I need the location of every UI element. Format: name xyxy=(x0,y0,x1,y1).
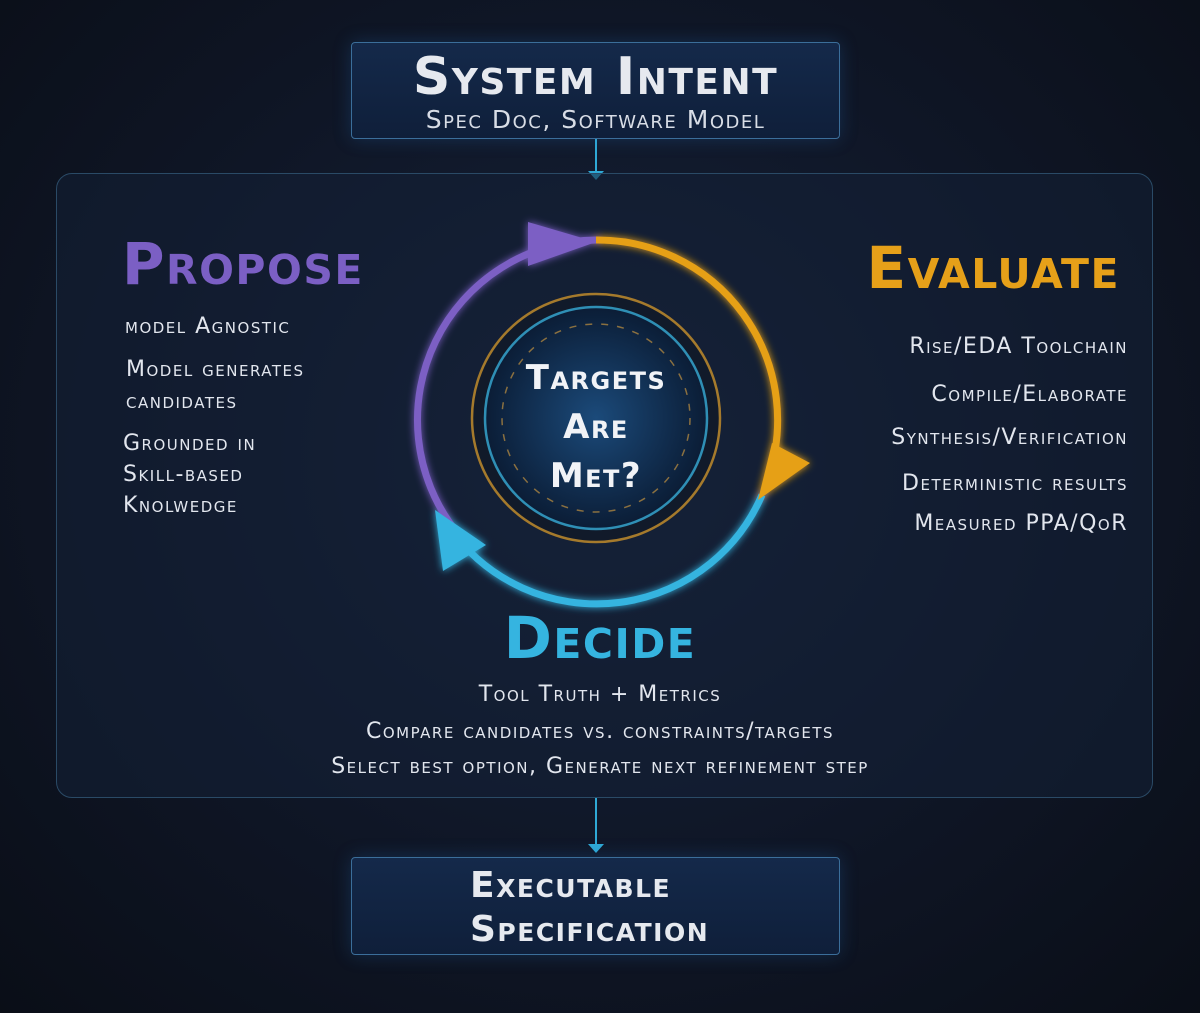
decide-heading: Decide xyxy=(503,604,697,672)
evaluate-item: Deterministic results xyxy=(902,471,1128,496)
evaluate-arrow-icon xyxy=(758,443,810,500)
evaluate-heading: Evaluate xyxy=(866,234,1120,302)
evaluate-arc xyxy=(595,236,782,480)
center-line: Met? xyxy=(549,456,643,496)
propose-item: Model generates xyxy=(126,357,305,382)
propose-item: candidates xyxy=(126,389,238,414)
propose-item: model Agnostic xyxy=(125,314,291,339)
system-intent-box: System Intent Spec Doc, Software Model xyxy=(351,42,840,139)
connector-top xyxy=(595,138,597,172)
decide-item: Compare candidates vs. constraints/targe… xyxy=(365,719,835,744)
propose-arrow-icon xyxy=(528,222,596,266)
executable-specification-title: Executable Specification xyxy=(470,864,709,952)
inner-target-circle xyxy=(483,305,709,531)
spec-line: Executable xyxy=(470,865,672,906)
system-intent-subtitle: Spec Doc, Software Model xyxy=(425,105,766,134)
arrow-down-icon xyxy=(588,844,604,853)
propose-item: Grounded in xyxy=(123,431,257,456)
center-line: Targets xyxy=(525,358,667,398)
propose-item: Knolwedge xyxy=(123,493,238,518)
decide-item: Select best option, Generate next refine… xyxy=(331,754,869,779)
connector-bottom xyxy=(595,797,597,845)
propose-heading: Propose xyxy=(122,230,364,298)
decide-arc xyxy=(452,493,766,608)
system-intent-title: System Intent xyxy=(412,47,779,107)
evaluate-item: Measured PPA/QoR xyxy=(914,511,1128,536)
evaluate-item: Rise/EDA Toolchain xyxy=(909,334,1128,359)
targets-met-question: Targets Are Met? xyxy=(446,354,746,501)
dashed-ring xyxy=(501,323,691,513)
decide-arrow-icon xyxy=(435,510,486,571)
center-line: Are xyxy=(563,407,629,447)
evaluate-item: Compile/Elaborate xyxy=(931,382,1128,407)
executable-specification-box: Executable Specification xyxy=(351,857,840,955)
evaluate-item: Synthesis/Verification xyxy=(891,425,1128,450)
spec-line: Specification xyxy=(470,909,710,950)
propose-item: Skill-based xyxy=(123,462,244,487)
decide-item: Tool Truth + Metrics xyxy=(478,682,722,707)
